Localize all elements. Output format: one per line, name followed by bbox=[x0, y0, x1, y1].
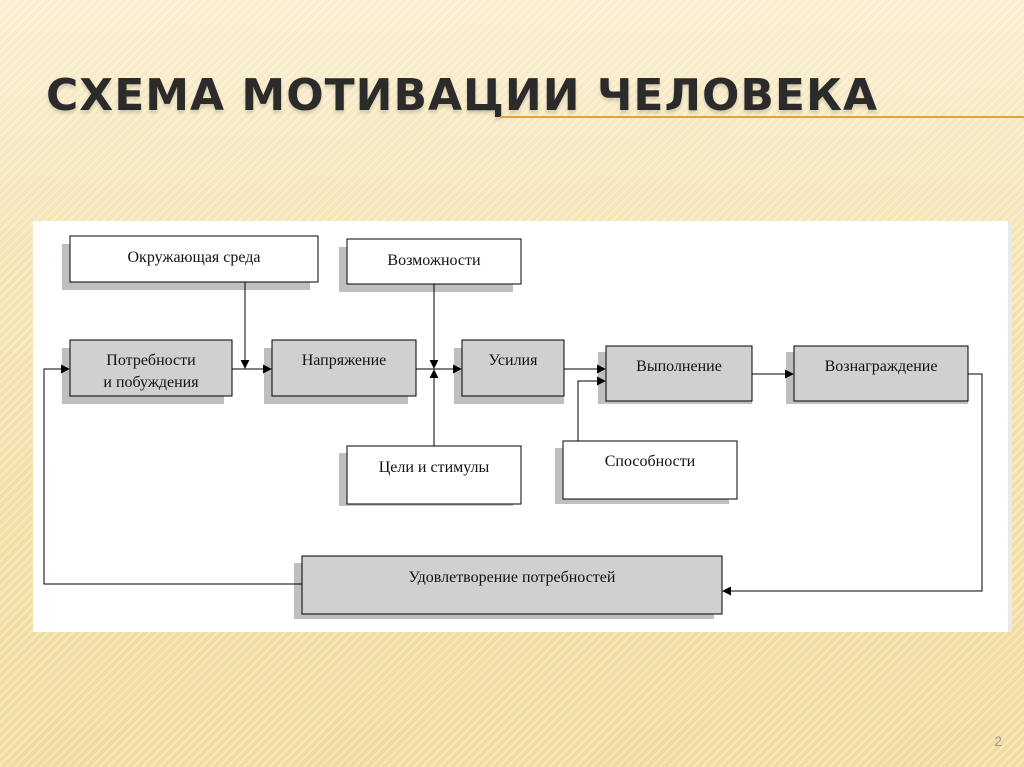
node-tension: Напряжение bbox=[264, 339, 417, 404]
slide-title: СХЕМА МОТИВАЦИИ ЧЕЛОВЕКА bbox=[46, 70, 879, 121]
node-opportunities-label: Возможности bbox=[387, 252, 481, 269]
node-environment-label: Окружающая среда bbox=[127, 249, 260, 266]
arrow-satisfaction-to-needs bbox=[43, 364, 302, 585]
arrow-abilities-to-performance bbox=[563, 376, 606, 442]
node-efforts: Усилия bbox=[454, 339, 565, 404]
node-reward: Вознаграждение bbox=[786, 345, 969, 404]
node-reward-label: Вознаграждение bbox=[825, 358, 938, 375]
node-abilities-label: Способности bbox=[605, 453, 696, 470]
title-rule bbox=[500, 116, 1024, 118]
node-needs-label-line2: и побуждения bbox=[103, 374, 199, 391]
node-needs-label-line1: Потребности bbox=[106, 352, 196, 369]
node-environment: Окружающая среда bbox=[62, 235, 319, 290]
node-opportunities: Возможности bbox=[339, 238, 522, 292]
node-abilities: Способности bbox=[555, 440, 738, 504]
node-goals: Цели и стимулы bbox=[339, 445, 522, 506]
node-performance-label: Выполнение bbox=[636, 358, 722, 375]
node-satisfaction: Удовлетворение потребностей bbox=[294, 555, 723, 619]
node-performance: Выполнение bbox=[598, 345, 753, 404]
slide-number: 2 bbox=[994, 733, 1002, 749]
node-satisfaction-label: Удовлетворение потребностей bbox=[409, 569, 616, 586]
motivation-diagram: Окружающая среда Возможности Потребности… bbox=[43, 235, 983, 619]
diagram-panel: Окружающая среда Возможности Потребности… bbox=[33, 221, 1012, 632]
node-needs: Потребности и побуждения bbox=[62, 339, 233, 404]
node-tension-label: Напряжение bbox=[302, 352, 387, 369]
node-goals-label: Цели и стимулы bbox=[379, 459, 490, 476]
arrow-reward-to-satisfaction bbox=[722, 373, 983, 596]
node-efforts-label: Усилия bbox=[489, 352, 539, 369]
connectors bbox=[43, 282, 983, 596]
